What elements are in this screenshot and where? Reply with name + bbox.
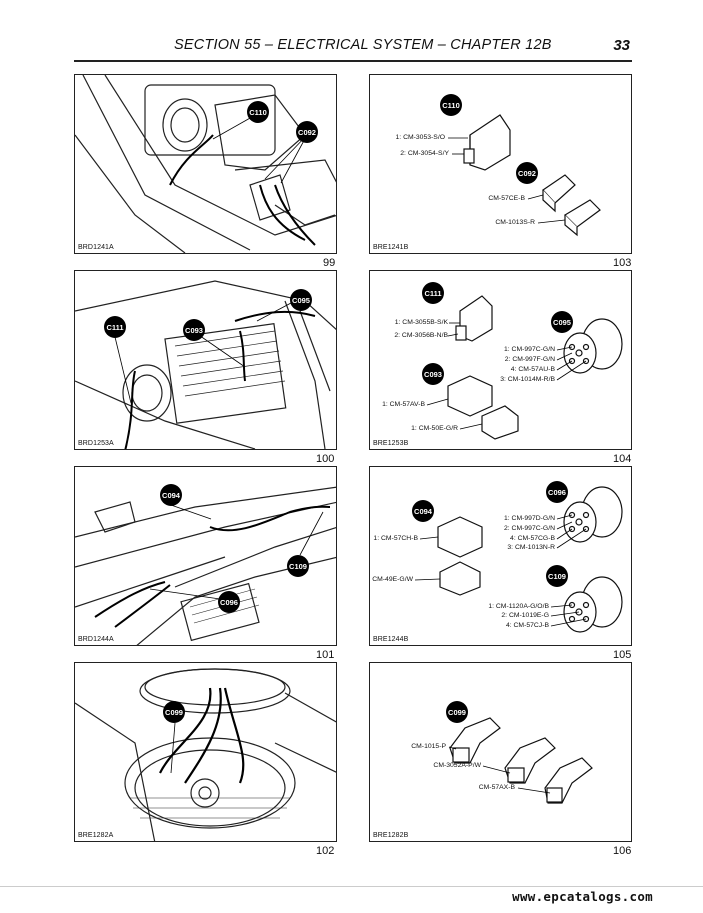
section-title: SECTION 55 – ELECTRICAL SYSTEM – CHAPTER… — [174, 37, 552, 53]
pin-label: 1: CM-1120A-G/O/B — [488, 603, 549, 610]
figure-103-connectors: C110 C092 1: CM-3053-S/O 2: CM-3054-S/Y … — [369, 74, 632, 254]
figure-99-photo: C110 C092 BRD1241A — [74, 74, 337, 254]
figure-code: BRE1253B — [373, 440, 409, 447]
figure-code: BRE1241B — [373, 244, 409, 251]
connector-illustration — [426, 295, 623, 440]
figure-number-102: 102 — [316, 845, 335, 857]
figure-code: BRD1244A — [78, 636, 114, 643]
battery-area-illustration — [75, 280, 336, 449]
figure-number-106: 106 — [613, 845, 632, 857]
figure-106-connectors: C099 CM-1015-P CM-3052A-P/W CM-57AX-B BR… — [369, 662, 632, 842]
figure-101-photo: C094 C109 C096 BRD1244A — [74, 466, 337, 646]
figure-code: BRE1282B — [373, 832, 409, 839]
pin-label: 1: CM-3055B-S/K — [394, 319, 448, 326]
badge-c095: C095 — [551, 311, 573, 333]
badge-c094: C094 — [412, 500, 434, 522]
pin-label: 1: CM-997C-G/N — [504, 346, 555, 353]
figure-number-99: 99 — [323, 257, 336, 269]
figure-105-connectors: C094 C096 C109 1: CM-57CH-B 1: CM-997D-G… — [369, 466, 632, 646]
page-number: 33 — [613, 37, 630, 54]
pin-label: 1: CM-3053-S/O — [395, 134, 445, 141]
badge-c093: C093 — [183, 319, 205, 341]
badge-c095: C095 — [290, 289, 312, 311]
pin-label: CM-1013S-R — [495, 219, 535, 226]
badge-c109: C109 — [287, 555, 309, 577]
pin-label: 3: CM-1014M-R/B — [500, 376, 555, 383]
connector-illustration — [448, 114, 601, 237]
figure-100-photo: C095 C111 C093 BRD1253A — [74, 270, 337, 450]
pin-label: 2: CM-997C-G/N — [504, 525, 555, 532]
pin-label: 1: CM-997D-G/N — [504, 515, 555, 522]
pin-label: 1: CM-50E-G/R — [411, 425, 458, 432]
figure-number-101: 101 — [316, 649, 335, 661]
badge-c109: C109 — [546, 565, 568, 587]
badge-c096: C096 — [546, 481, 568, 503]
badge-c099: C099 — [446, 701, 468, 723]
connector-illustration — [414, 486, 623, 633]
page-header: SECTION 55 – ELECTRICAL SYSTEM – CHAPTER… — [74, 34, 632, 62]
figure-number-104: 104 — [613, 453, 632, 465]
pin-label: 2: CM-3054-S/Y — [400, 150, 449, 157]
figure-code: BRE1244B — [373, 636, 409, 643]
badge-c111: C111 — [422, 282, 444, 304]
badge-c093: C093 — [422, 363, 444, 385]
frame-wiring-illustration — [75, 486, 336, 645]
connector-illustration — [448, 717, 593, 804]
engine-compartment-illustration — [75, 75, 336, 253]
pin-label: 4: CM-57CJ-B — [505, 622, 549, 629]
badge-c096: C096 — [218, 591, 240, 613]
pin-label: CM-57CE-B — [488, 195, 525, 202]
badge-c099: C099 — [163, 701, 185, 723]
footer-divider — [0, 886, 703, 887]
footer-url[interactable]: www.epcatalogs.com — [512, 889, 653, 904]
figure-code: BRD1253A — [78, 440, 114, 447]
badge-c110: C110 — [440, 94, 462, 116]
figure-number-103: 103 — [613, 257, 632, 269]
pin-label: CM-1015-P — [411, 743, 446, 750]
figure-number-100: 100 — [316, 453, 335, 465]
pin-label: 2: CM-3056B-N/B — [394, 332, 448, 339]
badge-c110: C110 — [247, 101, 269, 123]
pin-label: 1: CM-57CH-B — [373, 535, 418, 542]
figure-number-105: 105 — [613, 649, 632, 661]
pin-label: 4: CM-57AU-B — [510, 366, 555, 373]
pin-label: 2: CM-1019E-G — [501, 612, 549, 619]
pin-label: 3: CM-1013N-R — [507, 544, 555, 551]
figure-102-photo: C099 BRE1282A — [74, 662, 337, 842]
tail-lamp-illustration — [75, 668, 336, 841]
figure-code: BRD1241A — [78, 244, 114, 251]
pin-label: CM-57AX-B — [478, 784, 515, 791]
figure-code: BRE1282A — [78, 832, 114, 839]
pin-label: 4: CM-57CG-B — [510, 535, 555, 542]
pin-label: 1: CM-49E-G/W — [369, 576, 413, 583]
badge-c111: C111 — [104, 316, 126, 338]
figure-104-connectors: C111 C095 C093 1: CM-3055B-S/K 2: CM-305… — [369, 270, 632, 450]
pin-label: 2: CM-997F-G/N — [504, 356, 555, 363]
pin-label: CM-3052A-P/W — [433, 762, 481, 769]
badge-c092: C092 — [296, 121, 318, 143]
pin-label: 1: CM-57AV-B — [382, 401, 425, 408]
badge-c092: C092 — [516, 162, 538, 184]
badge-c094: C094 — [160, 484, 182, 506]
